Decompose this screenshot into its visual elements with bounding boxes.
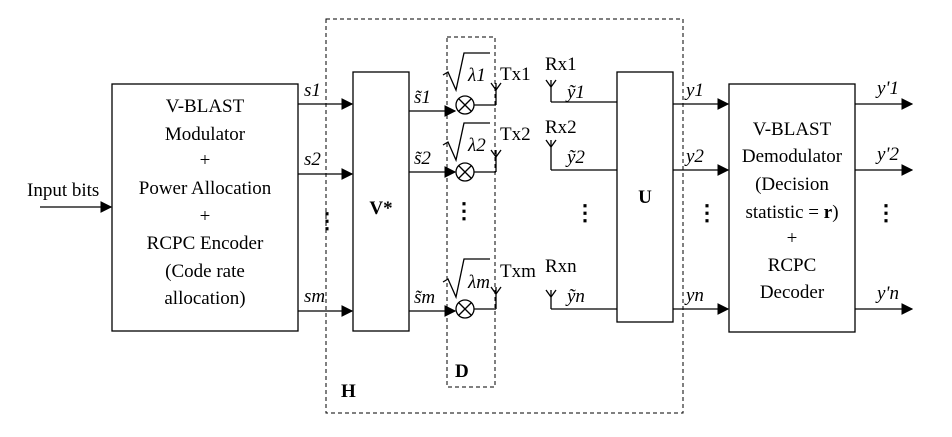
- y-prime2-label: y'2: [875, 144, 899, 165]
- d-region-boundary: [446, 36, 496, 388]
- input-bits-label: Input bits: [27, 180, 99, 201]
- y-vertical-dots: ⋮: [696, 200, 718, 225]
- tx1-label: Tx1: [500, 64, 531, 85]
- lambdam-label: λm: [467, 272, 490, 293]
- svg-text:+: +: [200, 150, 211, 171]
- svg-text:V-BLAST: V-BLAST: [753, 119, 832, 140]
- output-vertical-dots: ⋮: [875, 200, 897, 225]
- rx2-label: Rx2: [545, 117, 577, 138]
- lambda2-label: λ2: [467, 135, 486, 156]
- rxn-label: Rxn: [545, 256, 577, 277]
- v-star-block: [352, 71, 410, 332]
- s-tilde2-label: s̃2: [414, 148, 431, 169]
- s-vertical-dots: ⋮: [316, 208, 338, 233]
- demodulator-block: [728, 83, 856, 333]
- sqrt-lambdam-radical: [442, 258, 490, 300]
- svg-text:allocation): allocation): [164, 288, 245, 309]
- sqrt-lambda1-radical: [442, 52, 490, 93]
- d-vertical-dots: ⋮: [453, 198, 475, 223]
- txm-antenna-icon: [474, 286, 502, 310]
- multiplier-2: [455, 162, 475, 182]
- rxn-antenna-icon: [545, 289, 617, 310]
- rx1-antenna-icon: [545, 79, 617, 103]
- svg-text:(Decision: (Decision: [755, 174, 829, 195]
- tx2-antenna-icon: [474, 149, 502, 173]
- d-region-label: D: [455, 361, 469, 382]
- tx2-label: Tx2: [500, 124, 531, 145]
- multiplier-1: [455, 95, 475, 115]
- rx2-antenna-icon: [545, 139, 617, 171]
- h-region-label: H: [341, 381, 356, 402]
- svg-text:Demodulator: Demodulator: [742, 146, 843, 167]
- yn-label: yn: [684, 285, 704, 306]
- u-block: [616, 71, 674, 323]
- modulator-text: V-BLAST Modulator + Power Allocation + R…: [139, 96, 272, 309]
- s1-label: s1: [304, 80, 321, 101]
- u-label: U: [638, 187, 652, 208]
- lambda1-label: λ1: [467, 65, 486, 86]
- modulator-block: [111, 83, 299, 332]
- sm-label: sm: [304, 286, 325, 307]
- svg-text:(Code rate: (Code rate: [165, 261, 245, 282]
- tx1-antenna-icon: [474, 82, 502, 106]
- y-primen-label: y'n: [875, 283, 899, 304]
- svg-text:+: +: [787, 228, 798, 249]
- sqrt-lambda2-radical: [442, 122, 490, 163]
- y-tilden-label: ỹn: [565, 286, 585, 307]
- v-star-label: V*: [369, 198, 392, 219]
- s-tilde1-label: s̃1: [414, 87, 431, 108]
- svg-text:RCPC Encoder: RCPC Encoder: [147, 233, 264, 254]
- y1-label: y1: [684, 80, 704, 101]
- y-prime1-label: y'1: [875, 78, 899, 99]
- multiplier-m: [455, 299, 475, 319]
- h-region-boundary: [325, 18, 684, 414]
- rx1-label: Rx1: [545, 54, 577, 75]
- svg-text:Modulator: Modulator: [165, 124, 246, 145]
- svg-text:RCPC: RCPC: [768, 255, 817, 276]
- svg-text:V-BLAST: V-BLAST: [166, 96, 245, 117]
- y2-label: y2: [684, 146, 704, 167]
- s-tildem-label: s̃m: [414, 287, 435, 308]
- svg-text:+: +: [200, 206, 211, 227]
- rx-vertical-dots: ⋮: [574, 200, 596, 225]
- svg-text:statistic = r): statistic = r): [745, 202, 838, 223]
- svg-text:Power Allocation: Power Allocation: [139, 178, 272, 199]
- txm-label: Txm: [500, 261, 536, 282]
- y-tilde1-label: ỹ1: [565, 82, 585, 103]
- s2-label: s2: [304, 149, 321, 170]
- svg-text:Decoder: Decoder: [760, 282, 825, 303]
- demodulator-text: V-BLAST Demodulator (Decision statistic …: [742, 119, 843, 303]
- y-tilde2-label: ỹ2: [565, 147, 585, 168]
